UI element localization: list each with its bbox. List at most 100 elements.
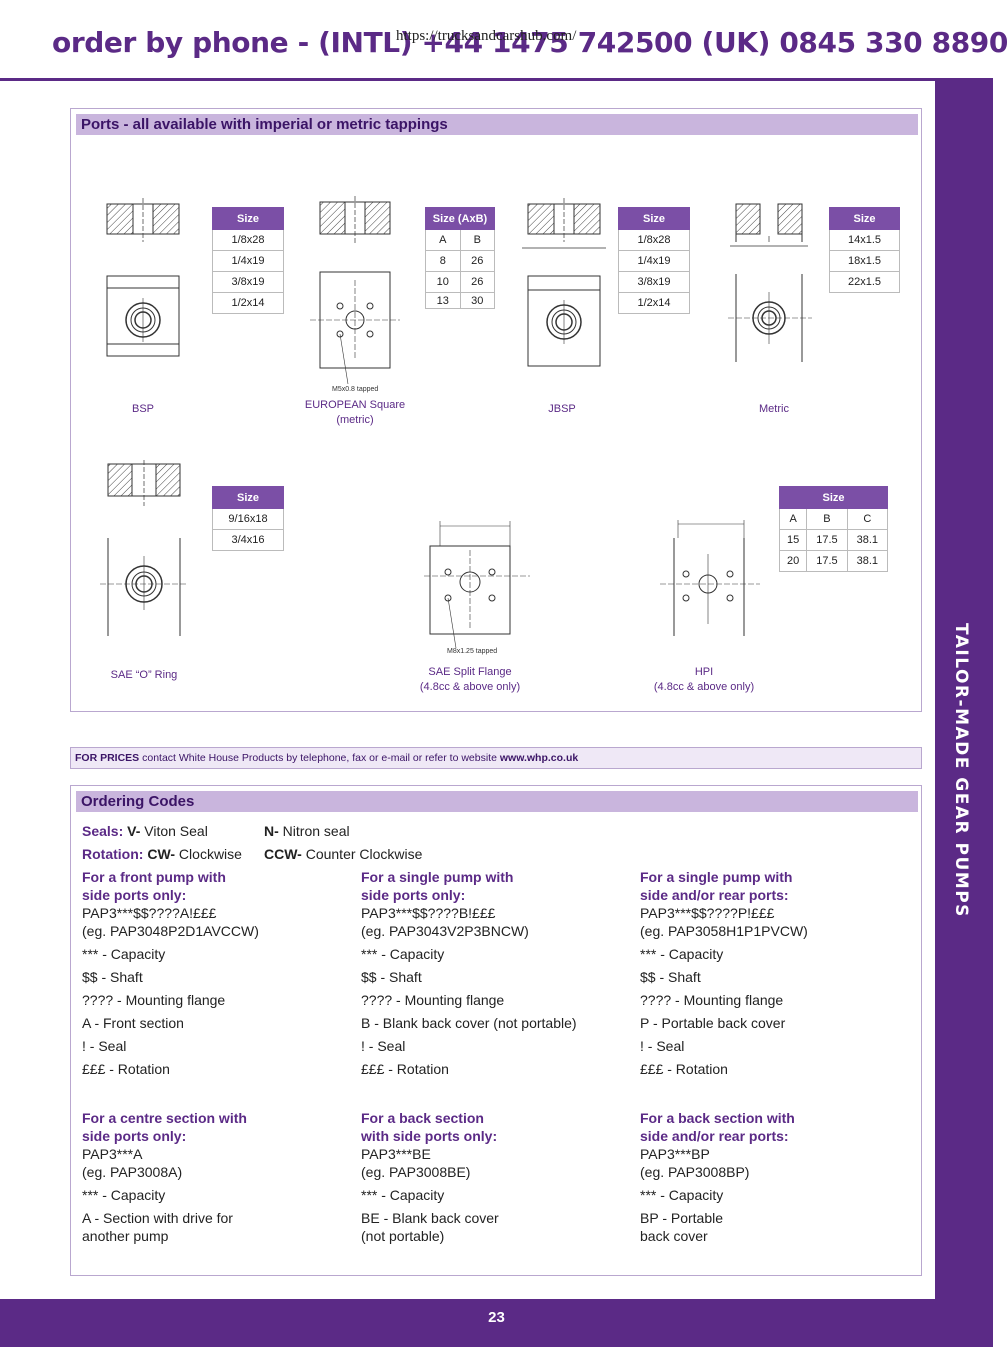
- bsp-size-cell: 3/8x19: [212, 271, 284, 293]
- jbsp-size-cell: 1/8x28: [618, 229, 690, 251]
- ordering-codes-panel: Ordering Codes: [70, 785, 922, 1276]
- code-legend-item: ???? - Mounting flange: [82, 992, 226, 1008]
- hpi-port-drawing: [650, 514, 770, 644]
- jbsp-caption: JBSP: [548, 403, 576, 415]
- order-code-example: (eg. PAP3008BP): [640, 1164, 750, 1180]
- single-pump-side-codes: For a single pump with side ports only: …: [361, 868, 621, 1078]
- prices-website-link[interactable]: www.whp.co.uk: [499, 752, 579, 764]
- source-url[interactable]: https://trucksandcarshub.com/: [396, 28, 577, 44]
- european-cell: 30: [459, 292, 495, 309]
- metric-size-cell: 22x1.5: [829, 271, 900, 293]
- rotation-cw-code: CW-: [147, 846, 176, 862]
- european-col-b: B: [459, 229, 495, 251]
- order-code: PAP3***$$????B!£££: [361, 905, 496, 921]
- jbsp-size-header: Size: [618, 207, 690, 230]
- metric-size-header: Size: [829, 207, 900, 230]
- hpi-caption: HPI (4.8cc & above only): [634, 665, 774, 695]
- european-col-a: A: [425, 229, 461, 251]
- column-heading: For a back section: [361, 1110, 484, 1126]
- european-caption-line: EUROPEAN Square: [304, 399, 406, 411]
- ordering-codes-title: Ordering Codes: [76, 791, 918, 812]
- header-rule: [0, 78, 993, 81]
- order-code: PAP3***A: [82, 1146, 143, 1162]
- hpi-cell: 38.1: [846, 529, 889, 551]
- column-heading: For a front pump with: [82, 869, 226, 885]
- code-legend-item: BE - Blank back cover: [361, 1210, 499, 1226]
- column-heading: side and/or rear ports:: [640, 1128, 789, 1144]
- european-size-header: Size (AxB): [425, 207, 495, 230]
- code-legend-item: $$ - Shaft: [82, 969, 143, 985]
- order-code-example: (eg. PAP3048P2D1AVCCW): [82, 923, 259, 939]
- code-legend-item: *** - Capacity: [640, 946, 724, 962]
- bsp-port-drawing: [103, 198, 185, 368]
- page-footer: 23: [0, 1299, 935, 1347]
- jbsp-port-drawing: [522, 198, 612, 368]
- hpi-col-c: C: [846, 508, 889, 530]
- jbsp-size-cell: 3/8x19: [618, 271, 690, 293]
- column-heading: For a single pump with: [361, 869, 514, 885]
- european-drawing-note: M5x0.8 tapped: [332, 386, 379, 393]
- sae-o-ring-size-table: Size 9/16x18 3/4x16: [212, 486, 284, 551]
- sae-o-ring-size-cell: 9/16x18: [212, 508, 284, 530]
- code-legend-item: ! - Seal: [82, 1038, 127, 1054]
- code-legend-item: ???? - Mounting flange: [361, 992, 505, 1008]
- rotation-cw-text: Clockwise: [175, 846, 242, 862]
- code-legend-item: A - Front section: [82, 1015, 184, 1031]
- sae-split-caption: SAE Split Flange (4.8cc & above only): [400, 665, 540, 695]
- jbsp-size-cell: 1/2x14: [618, 292, 690, 314]
- order-code-example: (eg. PAP3008BE): [361, 1164, 471, 1180]
- code-legend-item: another pump: [82, 1228, 169, 1244]
- european-cell: 26: [459, 250, 495, 272]
- metric-size-cell: 14x1.5: [829, 229, 900, 251]
- hpi-cell: 17.5: [806, 550, 848, 572]
- page-header: order by phone - (INTL) +44 1475 742500 …: [0, 0, 1008, 81]
- european-caption: EUROPEAN Square (metric): [290, 398, 420, 428]
- ports-title: Ports - all available with imperial or m…: [76, 114, 918, 135]
- order-code-example: (eg. PAP3058H1P1PVCW): [640, 923, 808, 939]
- code-legend-item: BP - Portable: [640, 1210, 724, 1226]
- seal-v-code: V-: [127, 823, 141, 839]
- back-section-side-codes: For a back section with side ports only:…: [361, 1109, 621, 1245]
- european-cell: 26: [459, 271, 495, 293]
- prices-note: FOR PRICES contact White House Products …: [70, 747, 922, 769]
- metric-size-table: Size 14x1.5 18x1.5 22x1.5: [829, 207, 900, 293]
- metric-size-cell: 18x1.5: [829, 250, 900, 272]
- seal-n-code: N-: [264, 823, 279, 839]
- hpi-caption-line: (4.8cc & above only): [653, 681, 755, 693]
- hpi-cell: 20: [778, 550, 808, 572]
- code-legend-item: A - Section with drive for: [82, 1210, 233, 1226]
- order-code-example: (eg. PAP3008A): [82, 1164, 183, 1180]
- sae-o-ring-size-header: Size: [212, 486, 284, 509]
- column-heading: For a centre section with: [82, 1110, 247, 1126]
- back-section-rear-codes: For a back section with side and/or rear…: [640, 1109, 900, 1245]
- order-code: PAP3***$$????P!£££: [640, 905, 775, 921]
- rotation-line: Rotation: CW- Clockwise: [82, 845, 242, 863]
- european-cell: 13: [425, 292, 461, 309]
- european-cell: 8: [425, 250, 461, 272]
- jbsp-size-table: Size 1/8x28 1/4x19 3/8x19 1/2x14: [618, 207, 690, 314]
- code-legend-item: *** - Capacity: [82, 1187, 166, 1203]
- bsp-size-cell: 1/8x28: [212, 229, 284, 251]
- metric-port-drawing: [728, 198, 818, 368]
- code-legend-item: B - Blank back cover (not portable): [361, 1015, 577, 1031]
- sidebar-title: TAILOR-MADE GEAR PUMPS: [951, 623, 971, 918]
- order-phone-heading: order by phone - (INTL) +44 1475 742500 …: [52, 26, 1008, 59]
- rotation-ccw-code: CCW-: [264, 846, 302, 862]
- order-code-example: (eg. PAP3043V2P3BNCW): [361, 923, 529, 939]
- bsp-size-cell: 1/2x14: [212, 292, 284, 314]
- order-code: PAP3***BP: [640, 1146, 710, 1162]
- column-heading: side and/or rear ports:: [640, 887, 789, 903]
- code-legend-item: £££ - Rotation: [82, 1061, 170, 1077]
- hpi-caption-line: HPI: [694, 666, 714, 678]
- seal-n-line: N- Nitron seal: [264, 822, 350, 840]
- sae-split-drawing-note: M8x1.25 tapped: [447, 648, 498, 655]
- hpi-size-header: Size: [779, 486, 888, 509]
- sae-split-caption-line: SAE Split Flange: [428, 666, 512, 678]
- single-pump-rear-codes: For a single pump with side and/or rear …: [640, 868, 900, 1078]
- bsp-size-header: Size: [212, 207, 284, 230]
- prices-lead: FOR PRICES: [75, 752, 140, 764]
- european-cell: 10: [425, 271, 461, 293]
- centre-section-codes: For a centre section with side ports onl…: [82, 1109, 342, 1245]
- bsp-caption: BSP: [131, 403, 154, 415]
